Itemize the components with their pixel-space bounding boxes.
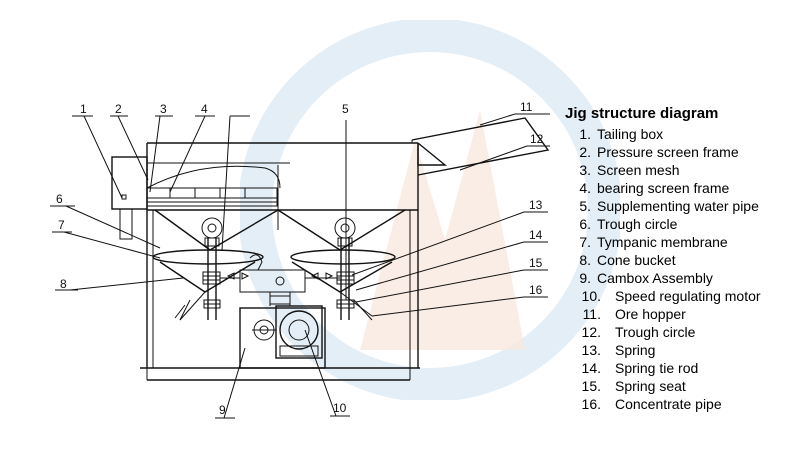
callout-3: 3 <box>160 102 167 116</box>
legend-item: 9. Cambox Assembly <box>565 269 795 287</box>
legend-item-text: Spring tie rod <box>615 360 699 376</box>
callout-16: 16 <box>529 283 543 297</box>
legend-item: 15. Spring seat <box>565 377 795 395</box>
legend-list: 1. Tailing box 2. Pressure screen frame 3. Sc… <box>565 125 795 413</box>
legend-item-number: 6. <box>579 216 591 232</box>
legend-item: 8. Cone bucket <box>565 251 795 269</box>
legend-item-text: Cone bucket <box>597 252 676 268</box>
legend-item-number: 15. <box>581 378 601 394</box>
legend-item: 6. Trough circle <box>565 215 795 233</box>
legend-item-text: Ore hopper <box>615 306 686 322</box>
legend-item-text: Tympanic membrane <box>597 234 728 250</box>
callout-7: 7 <box>58 218 65 232</box>
legend-item-number: 14. <box>581 360 601 376</box>
legend-item: 4. bearing screen frame <box>565 179 795 197</box>
legend-item-number: 16. <box>581 396 601 412</box>
legend-item-text: Trough circle <box>597 216 678 232</box>
cambox-housing <box>239 307 326 369</box>
speed-motor <box>275 305 323 359</box>
legend-item: 11. Ore hopper <box>565 305 795 323</box>
machine-frame <box>140 142 420 381</box>
legend-item-text: Screen mesh <box>597 162 680 178</box>
callout-4: 4 <box>201 102 208 116</box>
legend-item-text: Cambox Assembly <box>597 270 713 286</box>
callout-6: 6 <box>56 192 63 206</box>
legend-item-number: 1. <box>579 126 591 142</box>
legend-item-text: Pressure screen frame <box>597 144 739 160</box>
legend-item-number: 11. <box>582 306 601 322</box>
screen-frames <box>146 165 281 207</box>
legend-item: 5. Supplementing water pipe <box>565 197 795 215</box>
callout-1: 1 <box>80 102 87 116</box>
callout-13: 13 <box>529 198 543 212</box>
legend-item: 7. Tympanic membrane <box>565 233 795 251</box>
legend-item: 13. Spring <box>565 341 795 359</box>
legend-item-number: 9. <box>579 270 591 286</box>
legend-item-number: 3. <box>579 162 591 178</box>
legend-item-text: Spring <box>615 342 656 358</box>
legend-item-text: Supplementing water pipe <box>597 198 759 214</box>
legend-item-number: 12. <box>581 324 601 340</box>
legend-item: 14. Spring tie rod <box>565 359 795 377</box>
tailing-box <box>111 156 148 240</box>
callout-9: 9 <box>219 403 226 417</box>
callout-labels: 1 2 3 4 5 6 7 8 9 10 11 12 13 14 15 16 <box>56 100 544 417</box>
diagram-title: Jig structure diagram <box>565 105 719 122</box>
legend-item-text: Spring seat <box>615 378 686 394</box>
callout-10: 10 <box>333 401 347 415</box>
callout-15: 15 <box>529 256 543 270</box>
callout-8: 8 <box>60 277 67 291</box>
legend-item-number: 10. <box>581 288 601 304</box>
legend-item-number: 2. <box>579 144 591 160</box>
cambox-linkage <box>220 269 340 306</box>
callout-14: 14 <box>529 228 543 242</box>
legend-item-number: 8. <box>579 252 591 268</box>
legend-item: 12. Trough circle <box>565 323 795 341</box>
callout-12: 12 <box>530 132 544 146</box>
legend-item: 2. Pressure screen frame <box>565 143 795 161</box>
legend-item-number: 13. <box>581 342 601 358</box>
legend-item-number: 4. <box>579 180 591 196</box>
callout-2: 2 <box>115 102 122 116</box>
legend-item-text: Trough circle <box>615 324 696 340</box>
ore-hopper <box>411 117 550 176</box>
legend: Jig structure diagram 1. Tailing box 2. Pre… <box>565 104 795 413</box>
callout-5: 5 <box>342 102 349 116</box>
legend-item-text: bearing screen frame <box>597 180 730 196</box>
legend-item: 10. Speed regulating motor <box>565 287 795 305</box>
legend-item: 3. Screen mesh <box>565 161 795 179</box>
legend-item-number: 5. <box>579 198 591 214</box>
legend-item-text: Speed regulating motor <box>615 288 761 304</box>
right-cone-bucket <box>277 209 406 321</box>
legend-item-number: 7. <box>579 234 591 250</box>
legend-item-text: Concentrate pipe <box>615 396 722 412</box>
callout-leaders <box>50 113 550 419</box>
legend-item: 1. Tailing box <box>565 125 795 143</box>
legend-item-text: Tailing box <box>597 126 664 142</box>
legend-item: 16. Concentrate pipe <box>565 395 795 413</box>
callout-11: 11 <box>520 100 533 114</box>
